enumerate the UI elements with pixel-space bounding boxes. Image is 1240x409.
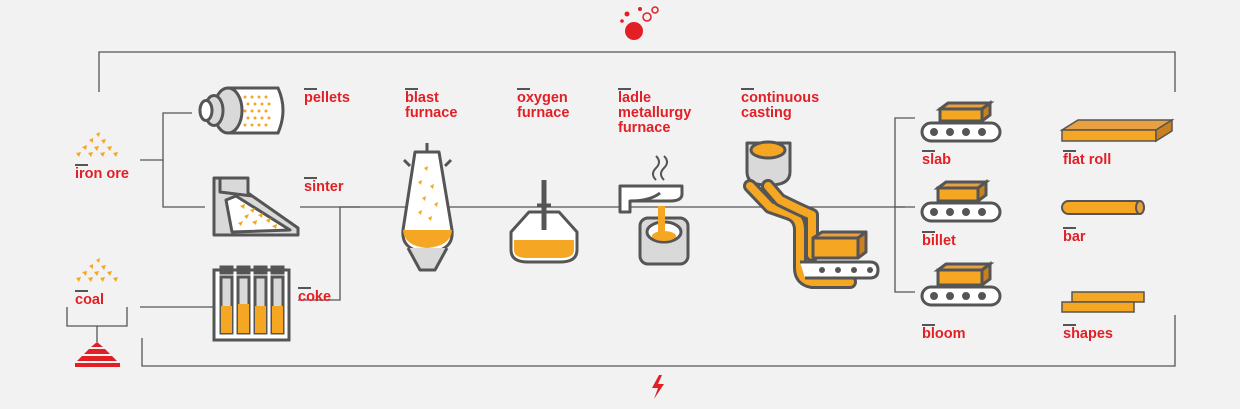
pyramid-icon (75, 342, 120, 367)
oxygen-furnace-icon (509, 180, 579, 264)
label-billet: billet (922, 231, 956, 249)
label-pellets: pellets (304, 88, 350, 106)
label-shapes: shapes (1063, 324, 1113, 342)
label-ladle-metallurgy: ladle metallurgy furnace (618, 88, 692, 136)
label-iron-ore: iron ore (75, 164, 129, 182)
label-flat-roll: flat roll (1063, 150, 1112, 168)
continuous-casting-icon (743, 140, 880, 289)
label-sinter: sinter (304, 177, 344, 195)
sinter-machine-icon (212, 176, 300, 237)
ore-pile-icon (76, 132, 118, 157)
connector-iron-ore-sinter (162, 160, 205, 208)
blast-furnace-ore-icon (418, 166, 438, 221)
output-bracket (894, 117, 915, 293)
label-continuous-casting: continuous casting (741, 88, 820, 121)
connector-iron-ore-pellets (140, 112, 192, 161)
bar-icon (1061, 200, 1145, 215)
shapes-icon (1061, 291, 1145, 313)
label-slab: slab (922, 150, 952, 168)
bubbles-icon (620, 6, 659, 40)
coke-battery-icon (212, 265, 291, 342)
label-blast-furnace: blast furnace (405, 88, 458, 121)
coal-pile-icon (76, 258, 118, 282)
label-coke: coke (298, 287, 332, 305)
lightning-icon (652, 375, 664, 399)
slab-conveyor-icon (920, 100, 1002, 143)
bottom-bracket-line (141, 315, 1176, 367)
sinter-pieces-icon (238, 204, 277, 229)
connector-coke-main (298, 206, 360, 301)
blast-furnace-icon (401, 143, 454, 272)
pellets-drum-icon (198, 86, 285, 135)
label-bloom: bloom (922, 324, 966, 342)
top-bracket-line (98, 51, 1176, 92)
coal-bracket (66, 307, 128, 327)
ladle-metallurgy-icon (618, 155, 690, 266)
label-coal: coal (75, 290, 105, 308)
label-oxygen-furnace: oxygen furnace (517, 88, 570, 121)
ladle-metal-stream-icon (652, 206, 676, 241)
bloom-conveyor-icon (920, 261, 1002, 307)
label-bar: bar (1063, 227, 1086, 245)
flat-roll-icon (1059, 118, 1175, 143)
billet-conveyor-icon (920, 179, 1002, 223)
pellets-dots-icon (243, 95, 271, 127)
